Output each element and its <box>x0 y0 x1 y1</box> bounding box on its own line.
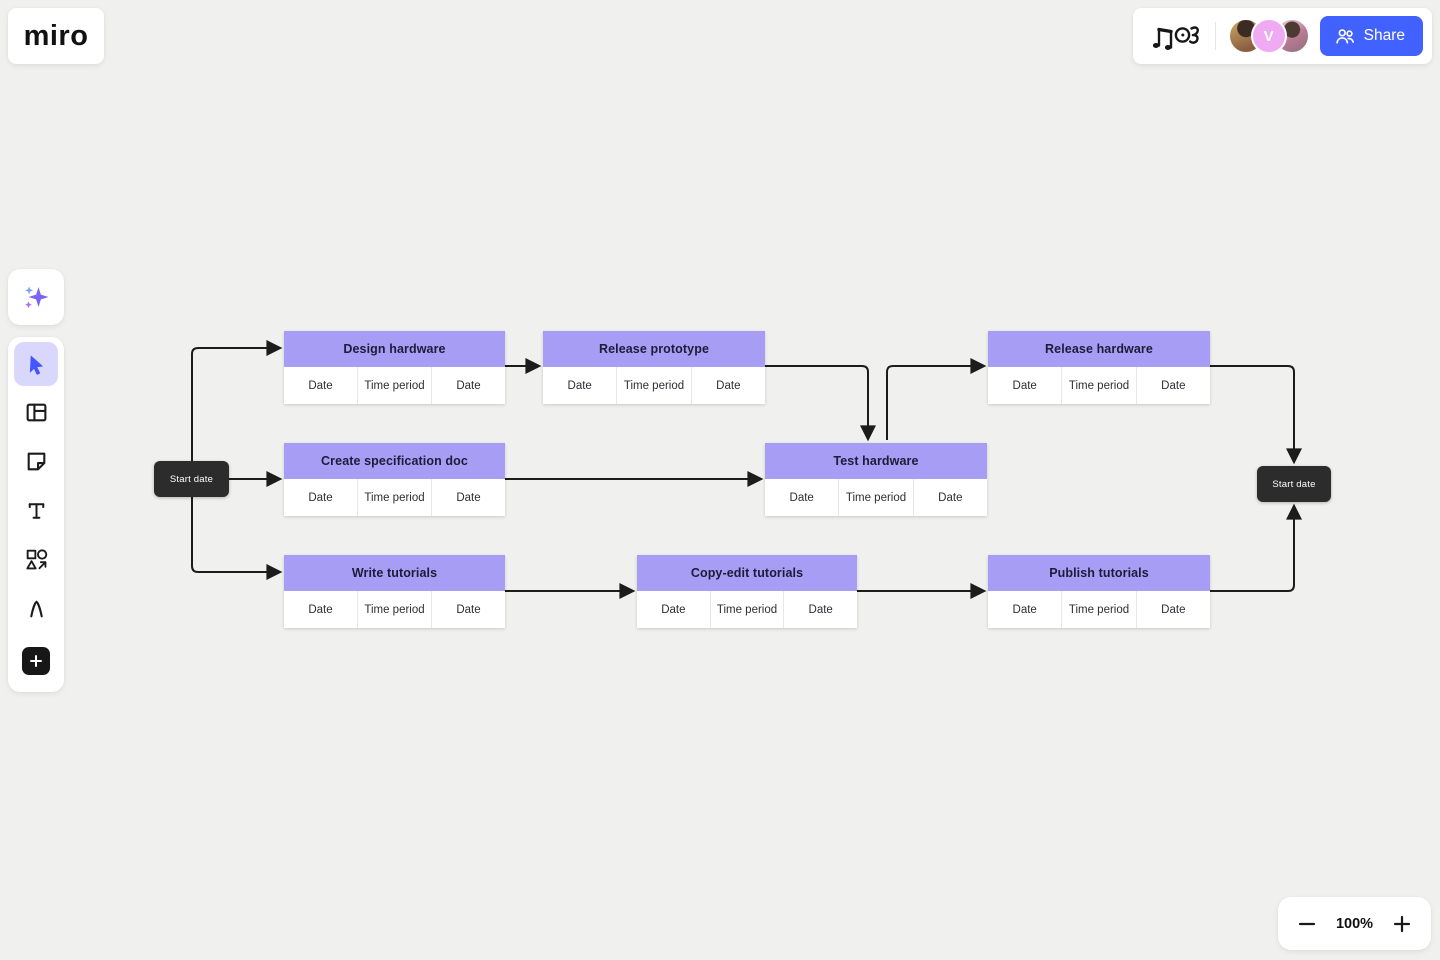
task-cell[interactable]: Time period <box>616 367 691 404</box>
start-date-node[interactable]: Start date <box>1257 466 1331 502</box>
connector[interactable] <box>886 358 987 440</box>
task-title: Design hardware <box>284 331 505 367</box>
task-cell[interactable]: Time period <box>709 591 784 628</box>
task-cell[interactable]: Date <box>284 367 357 404</box>
connector[interactable] <box>765 365 876 442</box>
task-cell[interactable]: Date <box>1135 367 1210 404</box>
miro-logo-card[interactable]: miro <box>8 8 104 64</box>
task-cell[interactable]: Date <box>1135 591 1210 628</box>
task-cell[interactable]: Date <box>988 591 1062 628</box>
zoom-level: 100% <box>1335 915 1374 932</box>
zoom-control: 100% <box>1278 897 1431 950</box>
task-title: Test hardware <box>765 443 987 479</box>
task-title: Release hardware <box>988 331 1210 367</box>
templates-icon <box>26 403 46 422</box>
select-tool-active-highlight <box>14 341 58 386</box>
task-cell[interactable]: Date <box>637 591 710 628</box>
task-title: Create specification doc <box>284 443 505 479</box>
task-cell[interactable]: Time period <box>357 479 431 516</box>
shapes-tool[interactable] <box>12 535 61 584</box>
task-cell[interactable]: Time period <box>357 367 431 404</box>
shapes-icon <box>25 549 47 570</box>
templates-tool[interactable] <box>12 388 61 437</box>
topbar: V Share <box>1132 8 1432 64</box>
task-cell[interactable]: Date <box>431 479 505 516</box>
avatar[interactable]: V <box>1250 18 1287 54</box>
plus-icon <box>22 647 50 675</box>
zoom-out-button[interactable] <box>1292 909 1322 939</box>
task-cell[interactable]: Date <box>431 591 505 628</box>
task-cell[interactable]: Time period <box>1061 367 1136 404</box>
select-tool[interactable] <box>12 339 61 388</box>
sparkles-icon <box>25 286 49 309</box>
toolbar <box>8 337 64 692</box>
add-tool[interactable] <box>14 639 58 683</box>
share-people-icon <box>1335 29 1354 44</box>
connector[interactable] <box>1210 503 1302 592</box>
task-title: Write tutorials <box>284 555 505 591</box>
music-doodle-icon <box>1152 26 1199 50</box>
plus-icon <box>1393 915 1411 932</box>
task-cell[interactable]: Date <box>765 479 839 516</box>
task-cell[interactable]: Date <box>783 591 858 628</box>
task-cell[interactable]: Date <box>988 367 1062 404</box>
sticky-note-icon <box>27 452 45 471</box>
connector[interactable] <box>191 497 283 580</box>
pen-icon <box>29 600 43 618</box>
minus-icon <box>1298 922 1316 925</box>
start-date-node[interactable]: Start date <box>154 461 229 497</box>
task-cell[interactable]: Time period <box>357 591 431 628</box>
text-tool[interactable] <box>12 486 61 535</box>
task-cell[interactable]: Date <box>284 479 357 516</box>
text-icon <box>28 503 44 519</box>
task-cell[interactable]: Date <box>284 591 357 628</box>
task-cell[interactable]: Date <box>431 367 505 404</box>
task-cell[interactable]: Date <box>912 479 987 516</box>
topbar-divider <box>1214 22 1216 50</box>
task-cell[interactable]: Time period <box>838 479 913 516</box>
zoom-in-button[interactable] <box>1387 909 1417 939</box>
connector[interactable] <box>191 340 283 461</box>
task-cell[interactable]: Date <box>543 367 617 404</box>
task-cell[interactable]: Date <box>690 367 765 404</box>
connector[interactable] <box>1210 365 1302 465</box>
sticky-note-tool[interactable] <box>12 437 61 486</box>
task-cell[interactable]: Time period <box>1061 591 1136 628</box>
miro-logo: miro <box>23 19 89 52</box>
task-title: Publish tutorials <box>988 555 1210 591</box>
ai-assistant-button[interactable] <box>8 269 64 325</box>
task-title: Release prototype <box>543 331 765 367</box>
collaborator-avatars: V <box>1227 18 1310 54</box>
cursor-icon <box>29 355 43 375</box>
pen-tool[interactable] <box>12 584 61 633</box>
task-title: Copy-edit tutorials <box>637 555 857 591</box>
share-label: Share <box>1363 27 1405 44</box>
share-button[interactable]: Share <box>1319 16 1423 56</box>
